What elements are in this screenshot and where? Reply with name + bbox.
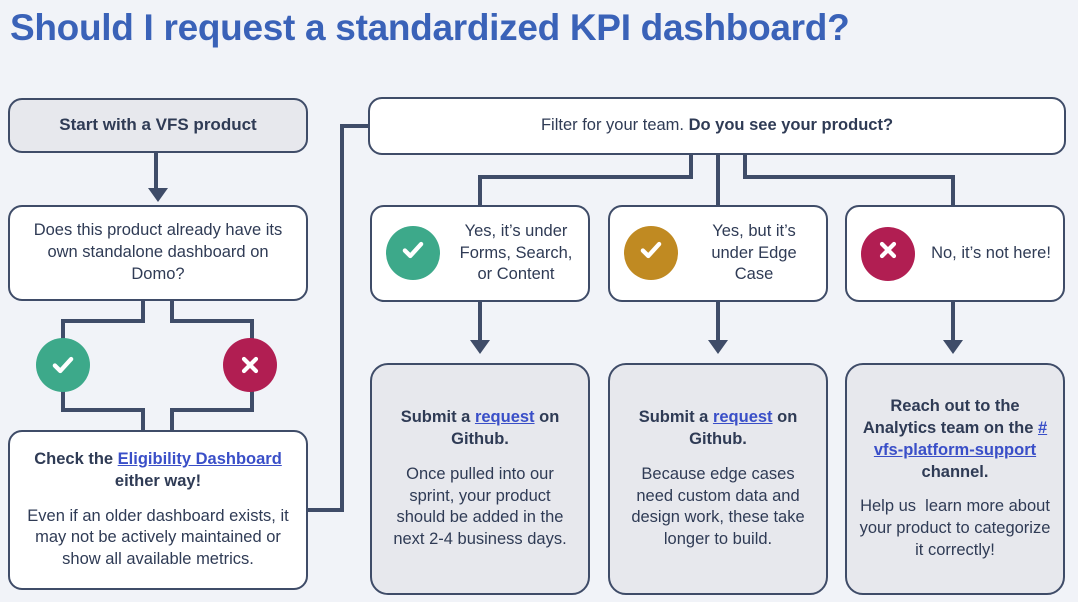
outcome-body: Because edge cases need custom data and … [631,464,805,549]
connector-question-yes-stub-bottom [141,408,145,432]
connector-question-no-stub-bottom [170,408,174,432]
filter-bar-text-regular: Filter for your team. [540,116,689,135]
node-question-existing-dashboard[interactable]: Does this product already have its own s… [8,205,308,301]
advice-body: Even if an older dashboard exists, it ma… [27,506,289,569]
node-filter-bar[interactable]: Filter for your team. Do you see your pr… [368,97,1066,155]
connector-option3-to-outcome3 [951,302,955,342]
outcome-box-github-request-edge-case[interactable]: Submit a request on Github. Because edge… [608,363,828,595]
check-icon [400,237,426,269]
connector-filter-branch-middle-vertical [716,155,720,207]
advice-heading: Check the Eligibility Dashboard either w… [22,449,294,493]
page-title: Should I request a standardized KPI dash… [10,7,850,48]
outcome-box-slack-analytics-team[interactable]: Reach out to the Analytics team on the #… [845,363,1065,595]
eligibility-dashboard-link[interactable]: Eligibility Dashboard [117,450,282,469]
connector-advice-to-filter-horizontal-top [340,124,372,128]
arrow-option3-to-outcome3 [943,340,963,354]
arrow-option2-to-outcome2 [708,340,728,354]
node-question-label: Does this product already have its own s… [33,221,283,283]
connector-filter-drop-right [743,155,747,178]
badge-yes-check [36,338,90,392]
arrow-start-to-question [148,188,168,202]
connector-filter-branch-left-horizontal [478,175,693,179]
outcome-heading-suffix: on Github. [451,408,560,448]
connector-question-no-horizontal-bottom [170,408,254,412]
option-label: Yes, but it’s under Edge Case [711,221,797,284]
outcome-heading: Reach out to the Analytics team on the #… [859,396,1051,483]
check-icon [50,352,76,378]
connector-option1-to-outcome1 [478,302,482,342]
option-label: Yes, it’s under Forms, Search, or Conten… [459,221,573,284]
connector-option2-to-outcome2 [716,302,720,342]
github-request-link[interactable]: request [712,408,773,427]
connector-question-yes-horizontal-bottom [61,408,145,412]
x-icon [238,353,262,377]
option-check-icon-badge [624,226,678,281]
outcome-heading-prefix: Submit a [400,408,475,427]
connector-advice-to-filter-horizontal-bottom [308,508,344,512]
outcome-heading: Submit a request on Github. [624,407,812,451]
connector-filter-branch-right-horizontal [743,175,955,179]
option-label: No, it’s not here! [931,243,1051,262]
connector-question-yes-horizontal-top [61,319,145,323]
connector-filter-branch-right-vertical [951,175,955,207]
outcome-heading-suffix: on Github. [689,408,798,448]
node-start-with-vfs-product[interactable]: Start with a VFS product [8,98,308,153]
github-request-link[interactable]: request [474,408,535,427]
filter-bar-text-bold: Do you see your product? [688,116,894,135]
connector-question-yes-stub [141,301,145,323]
outcome-body: Help us learn more about your product to… [859,497,1055,559]
connector-question-no-stub [170,301,174,323]
outcome-heading-suffix: channel. [921,462,989,481]
connector-question-no-horizontal-top [170,319,254,323]
arrow-option1-to-outcome1 [470,340,490,354]
advice-heading-prefix: Check the [34,450,118,469]
node-check-eligibility-dashboard[interactable]: Check the Eligibility Dashboard either w… [8,430,308,590]
outcome-heading-prefix: Submit a [638,408,713,427]
outcome-heading: Submit a request on Github. [386,407,574,451]
outcome-body: Once pulled into our sprint, your produc… [393,464,567,549]
connector-start-to-question [154,153,158,191]
option-box-not-here[interactable]: No, it’s not here! [845,205,1065,302]
node-start-label: Start with a VFS product [59,115,257,135]
option-check-icon-badge [386,226,440,281]
filter-bar-text: Filter for your team. Do you see your pr… [541,116,893,134]
connector-filter-branch-left-vertical [478,175,482,207]
option-box-edge-case[interactable]: Yes, but it’s under Edge Case [608,205,828,302]
advice-heading-suffix: either way! [114,471,202,490]
connector-advice-to-filter-vertical [340,124,344,512]
option-x-icon-badge [861,226,915,281]
outcome-heading-prefix: Reach out to the Analytics team on the [862,397,1038,438]
outcome-box-github-request-standard[interactable]: Submit a request on Github. Once pulled … [370,363,590,595]
option-box-forms-search-content[interactable]: Yes, it’s under Forms, Search, or Conten… [370,205,590,302]
badge-no-x [223,338,277,392]
connector-filter-drop-left [689,155,693,178]
x-icon [876,238,900,268]
slack-channel-link[interactable]: #vfs-platform-support [873,419,1048,459]
check-icon [638,237,664,269]
